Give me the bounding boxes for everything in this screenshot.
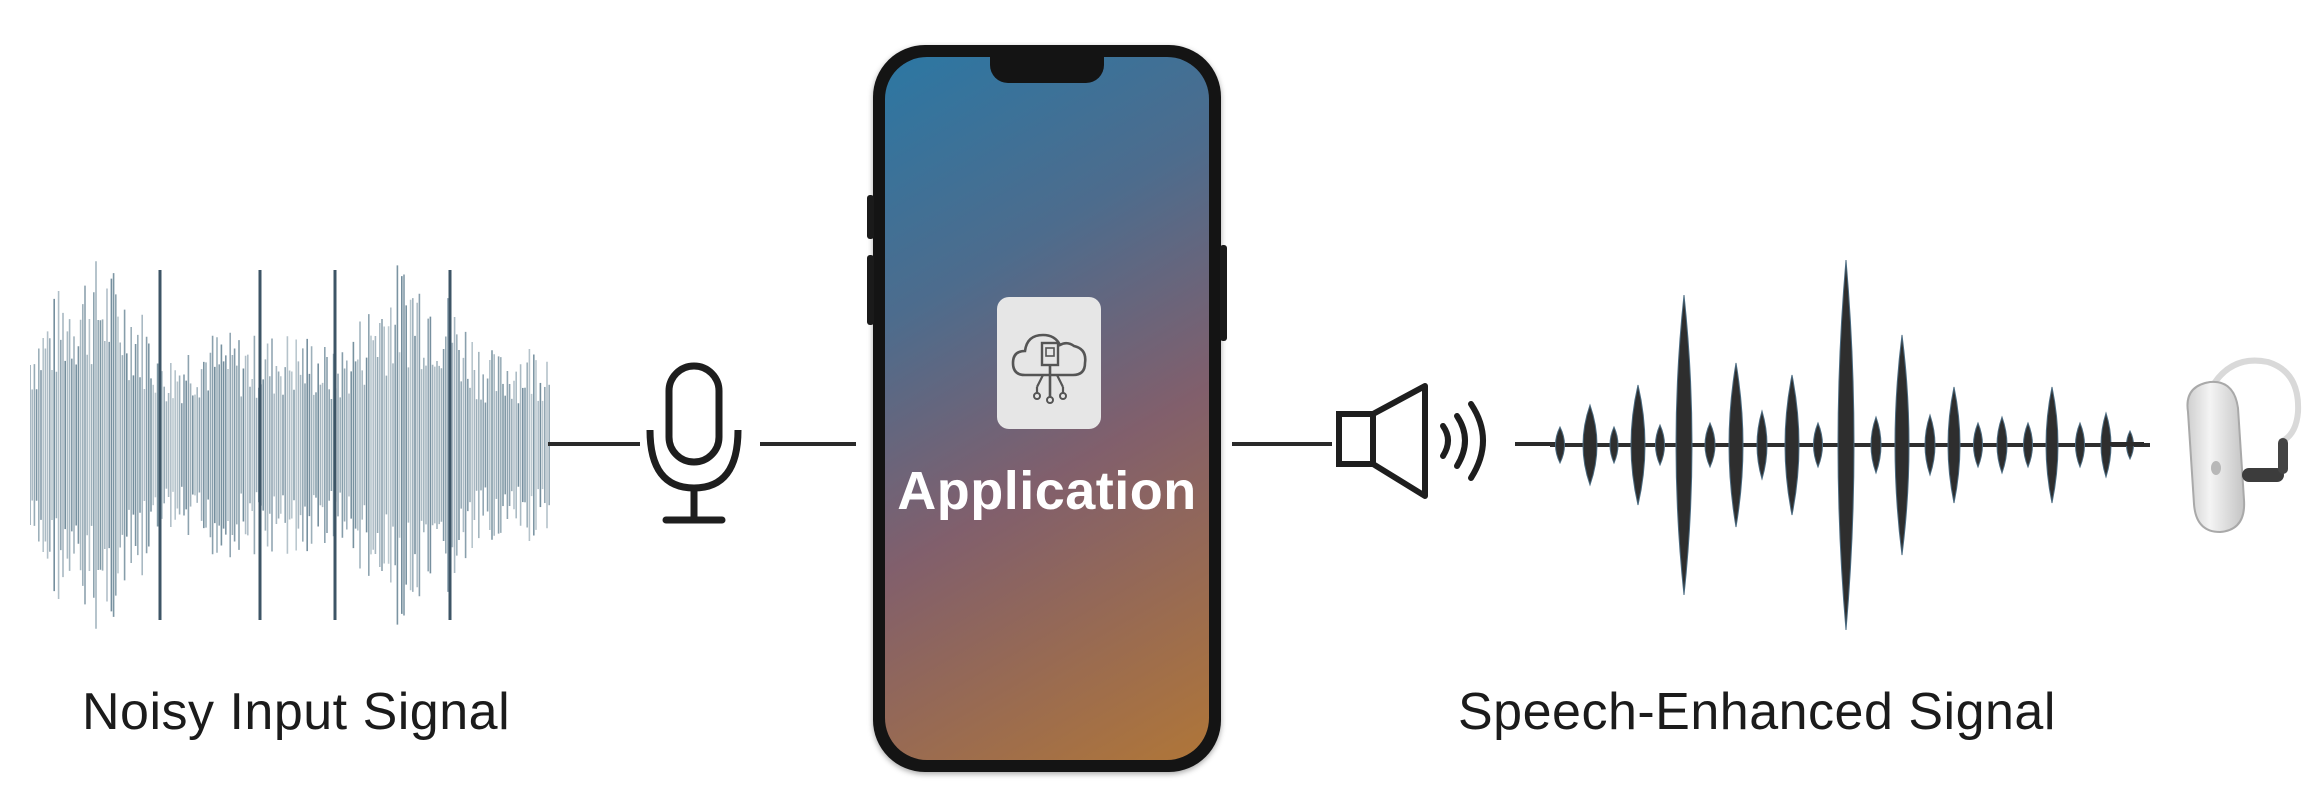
waveform-burst [1784, 374, 1800, 516]
waveform-burst [1973, 421, 1983, 469]
speech-enhanced-waveform [1550, 259, 2150, 631]
connector-line [760, 442, 856, 446]
waveform-burst [2023, 421, 2033, 469]
connector-line [2110, 442, 2144, 446]
waveform-burst [1947, 386, 1961, 504]
waveform-burst [1728, 362, 1744, 528]
waveform-burst [1555, 425, 1565, 465]
connector-line [1232, 442, 1332, 446]
connector-line [1515, 442, 1557, 446]
phone-screen: Application [885, 57, 1209, 760]
app-icon[interactable] [997, 297, 1101, 429]
waveform-burst [1582, 403, 1598, 487]
waveform-burst [1609, 425, 1619, 465]
phone-side-button [867, 195, 874, 239]
waveform-burst [1837, 259, 1855, 631]
waveform-burst [1813, 421, 1823, 469]
app-label: Application [897, 461, 1197, 521]
smartphone: Application [867, 45, 1227, 772]
waveform-burst [1894, 334, 1910, 556]
hearing-aid-icon [2186, 357, 2302, 534]
waveform-burst [1756, 409, 1768, 481]
cloud-chip-icon [1011, 333, 1087, 404]
waveform-burst [1655, 423, 1665, 467]
waveform-burst [1675, 294, 1693, 596]
noisy-signal-caption: Noisy Input Signal [82, 683, 511, 741]
connector-line [548, 442, 640, 446]
noisy-waveform [30, 261, 551, 629]
waveform-burst [1924, 413, 1936, 477]
phone-notch [990, 57, 1104, 83]
waveform-burst [1996, 415, 2008, 475]
phone-side-button [867, 255, 874, 325]
speaker-icon [1336, 383, 1486, 499]
waveform-burst [2100, 411, 2112, 479]
phone-side-button [1220, 245, 1227, 341]
waveform-burst [2075, 421, 2085, 469]
speech-enhanced-caption: Speech-Enhanced Signal [1458, 683, 2056, 741]
waveform-burst [1870, 415, 1882, 475]
waveform-burst [2045, 386, 2059, 504]
microphone-icon [646, 362, 742, 524]
waveform-burst [1630, 384, 1646, 506]
waveform-burst [1704, 421, 1716, 469]
